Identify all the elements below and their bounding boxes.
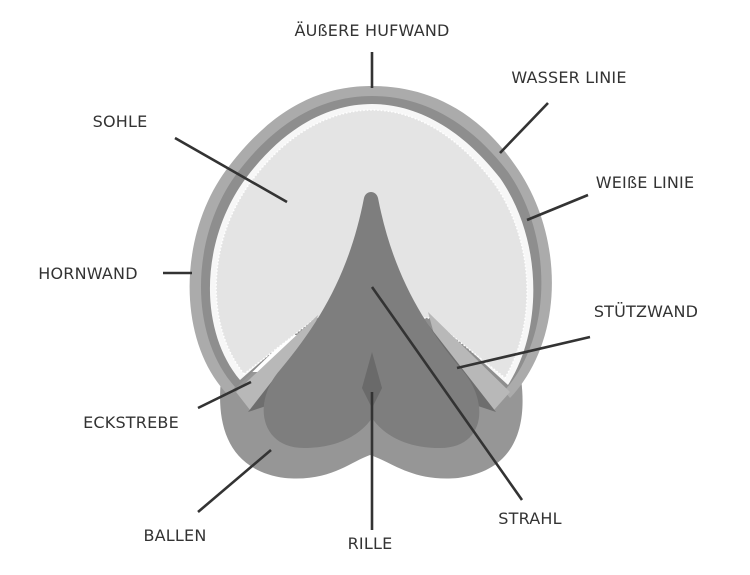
bar-left <box>236 315 318 410</box>
bar-right <box>428 312 510 410</box>
leader-bar <box>456 335 591 370</box>
frog <box>263 192 480 448</box>
central-groove <box>362 352 382 408</box>
label-frog: STRAHL <box>498 509 562 528</box>
label-white-line: WEIßE LINIE <box>596 173 695 192</box>
label-bar: STÜTZWAND <box>594 302 698 321</box>
leader-frog <box>370 286 524 501</box>
label-groove: RILLE <box>348 534 393 553</box>
leader-bulbs <box>197 449 272 513</box>
label-outer-wall: ÄUßERE HUFWAND <box>294 21 449 40</box>
label-sole: SOHLE <box>93 112 148 131</box>
label-water-line: WASSER LINIE <box>511 68 626 87</box>
label-bulbs: BALLEN <box>143 526 206 545</box>
leader-white-line <box>526 193 589 222</box>
leader-heel-bar <box>197 380 252 410</box>
label-heel-bar: ECKSTREBE <box>83 413 179 432</box>
leader-sole <box>174 136 288 204</box>
label-horn-wall: HORNWAND <box>38 264 138 283</box>
leader-water-line <box>499 102 549 154</box>
